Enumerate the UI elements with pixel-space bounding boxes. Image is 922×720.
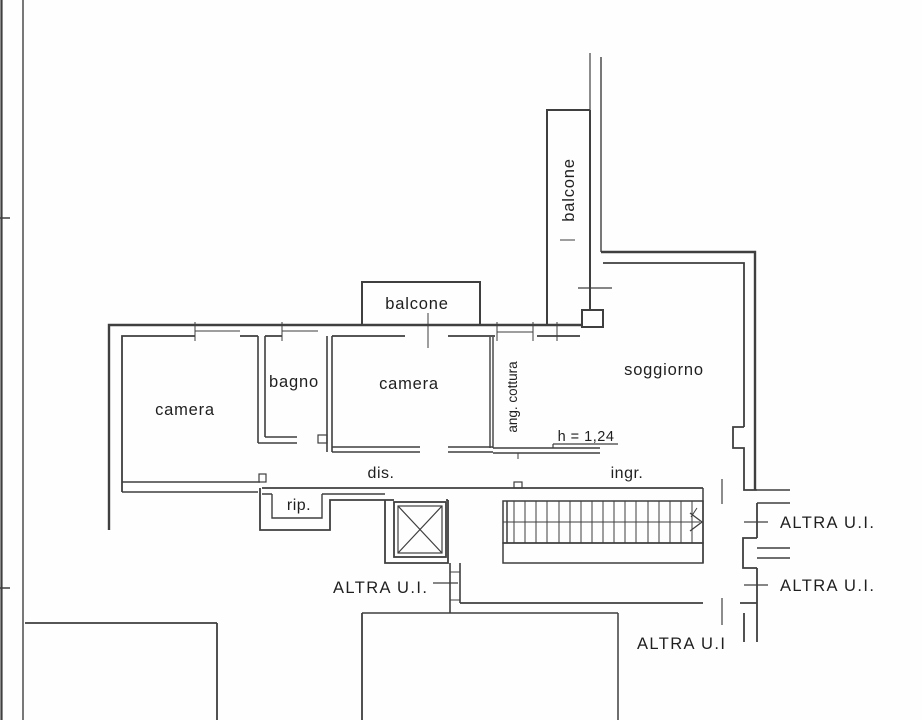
lower-outlines xyxy=(25,443,723,720)
room-label-ingr: ingr. xyxy=(611,465,644,482)
sheet-border-lines xyxy=(0,0,24,720)
room-label-camera-2: camera xyxy=(379,375,439,393)
other-unit-label-bottom: ALTRA U.I xyxy=(637,635,726,653)
interior-walls xyxy=(122,336,723,531)
soggiorno-walls xyxy=(600,57,757,491)
balcony-top xyxy=(361,281,481,348)
balcony-side xyxy=(546,53,612,325)
room-label-balcone-top: balcone xyxy=(385,295,448,313)
elevator-x-icon xyxy=(397,505,443,554)
stair-direction-arrow xyxy=(689,512,704,532)
other-unit-label-right-lower: ALTRA U.I. xyxy=(780,577,875,595)
core-right-wall xyxy=(433,563,461,613)
rip-outer xyxy=(259,488,385,531)
other-unit-label-center: ALTRA U.I. xyxy=(333,579,428,597)
right-openings xyxy=(740,489,790,642)
low-wall xyxy=(493,447,600,454)
outer-walls xyxy=(107,309,604,530)
height-note: h = 1,24 xyxy=(558,429,615,445)
stair-landing xyxy=(502,542,704,564)
room-label-balcone-side: balcone xyxy=(560,158,578,221)
room-label-soggiorno: soggiorno xyxy=(624,361,704,379)
rip-inner xyxy=(271,494,323,519)
other-unit-label-right-upper: ALTRA U.I. xyxy=(780,514,875,532)
elevator xyxy=(384,499,449,564)
staircase xyxy=(502,488,704,564)
height-note-underline xyxy=(552,443,618,448)
room-label-dis: dis. xyxy=(368,465,395,482)
room-label-rip: rip. xyxy=(287,497,311,514)
room-label-ang-cottura: ang. cottura xyxy=(505,361,520,433)
stair-treads xyxy=(513,501,693,543)
room-label-bagno: bagno xyxy=(269,373,319,391)
room-label-camera-1: camera xyxy=(155,401,215,419)
